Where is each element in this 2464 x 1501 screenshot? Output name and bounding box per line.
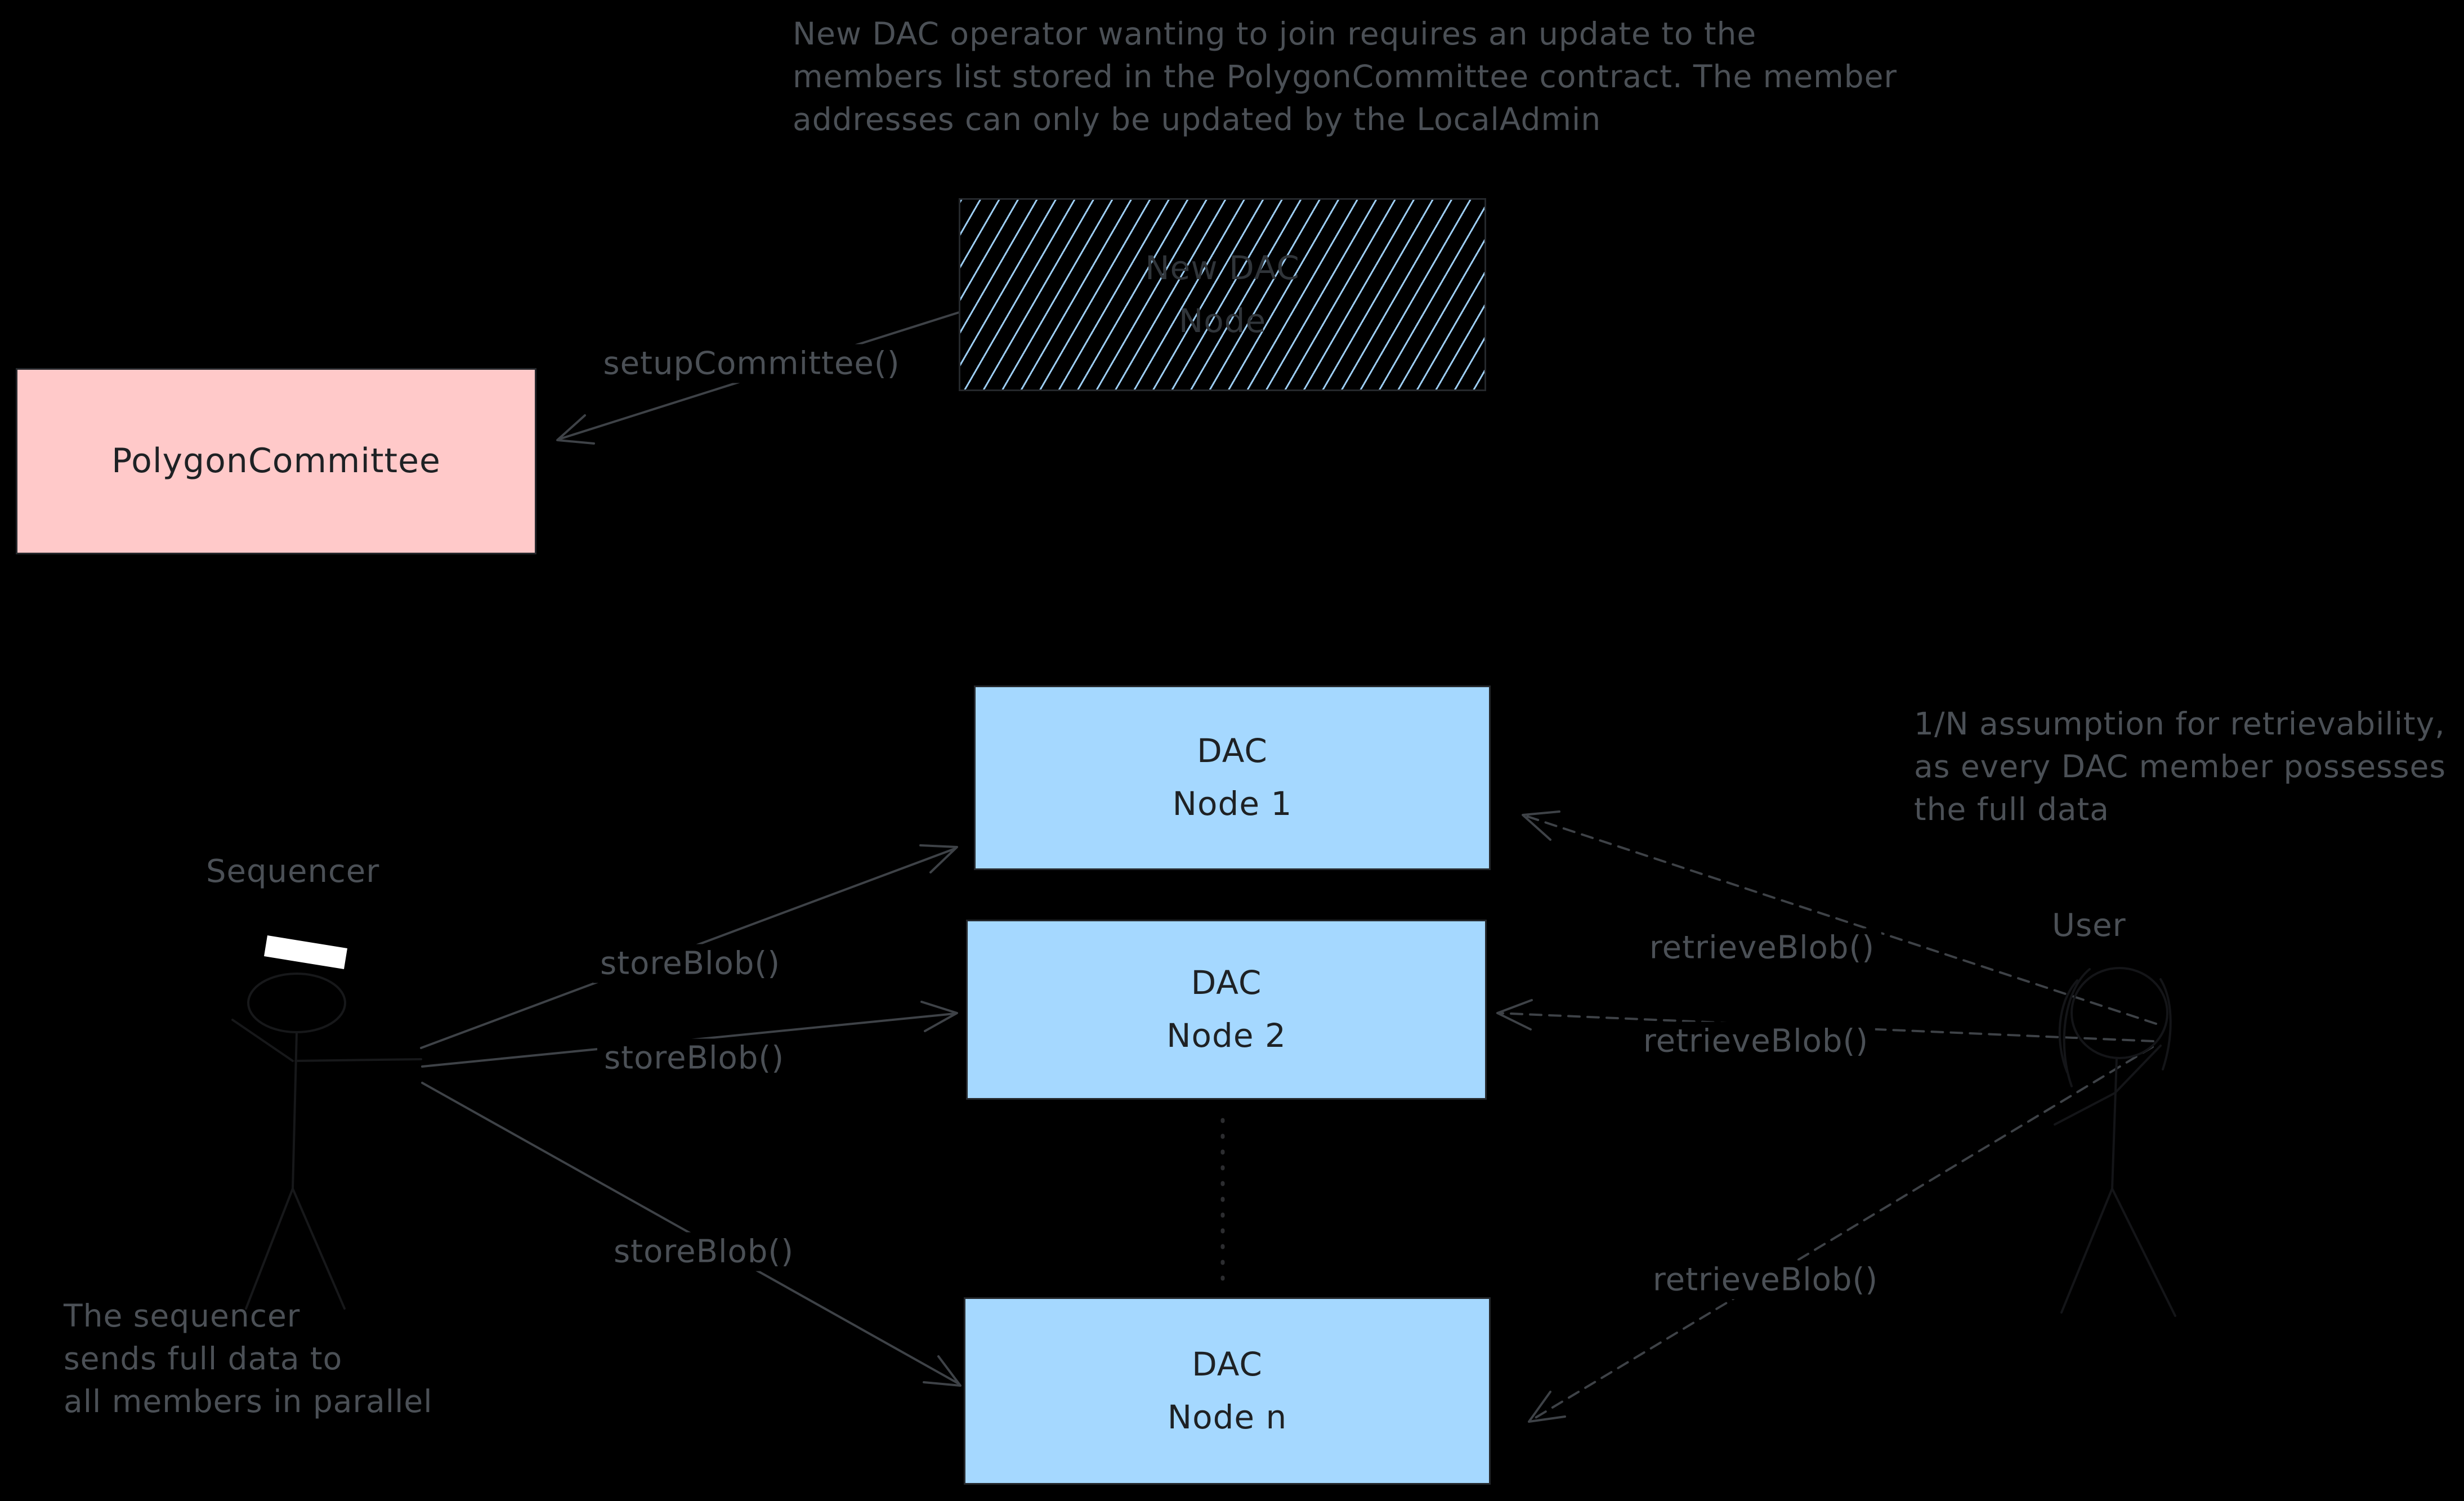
dac-node-n-label: DAC Node n	[1167, 1345, 1287, 1436]
retrieve-blob-arrow-n	[1528, 1046, 2154, 1423]
retrieve-blob-arrow-1	[1522, 810, 2157, 1025]
polygon-committee-label: PolygonCommittee	[111, 441, 441, 481]
sequencer-hat	[264, 935, 347, 969]
dac-node-1-label: DAC Node 1	[1172, 732, 1293, 823]
user-label: User	[2052, 907, 2126, 944]
setup-committee-label: setupCommittee()	[596, 344, 907, 383]
dac-node-2-box: DAC Node 2	[966, 920, 1487, 1100]
user-figure	[2054, 967, 2176, 1317]
dac-node-2-label: DAC Node 2	[1166, 964, 1286, 1055]
sequencer-note: The sequencer sends full data to all mem…	[64, 1298, 433, 1419]
polygon-committee-box: PolygonCommittee	[16, 368, 536, 554]
new-dac-node-box: New DAC Node	[959, 198, 1486, 391]
store-blob-2-label: storeBlob()	[597, 1038, 791, 1078]
store-blob-1-label: storeBlob()	[593, 944, 788, 983]
dac-node-1-box: DAC Node 1	[974, 685, 1491, 870]
store-blob-n-label: storeBlob()	[606, 1232, 801, 1271]
retrieve-blob-1-label: retrieveBlob()	[1642, 928, 1882, 967]
new-dac-node-label: New DAC Node	[1145, 248, 1300, 340]
retrieve-blob-n-label: retrieveBlob()	[1645, 1260, 1885, 1300]
dac-node-n-box: DAC Node n	[964, 1297, 1491, 1485]
top-note: New DAC operator wanting to join require…	[793, 16, 1898, 137]
sequencer-label: Sequencer	[206, 853, 380, 890]
retrievability-note: 1/N assumption for retrievability, as ev…	[1914, 706, 2446, 827]
sequencer-figure	[231, 935, 422, 1310]
retrieve-blob-2-label: retrieveBlob()	[1636, 1021, 1876, 1061]
